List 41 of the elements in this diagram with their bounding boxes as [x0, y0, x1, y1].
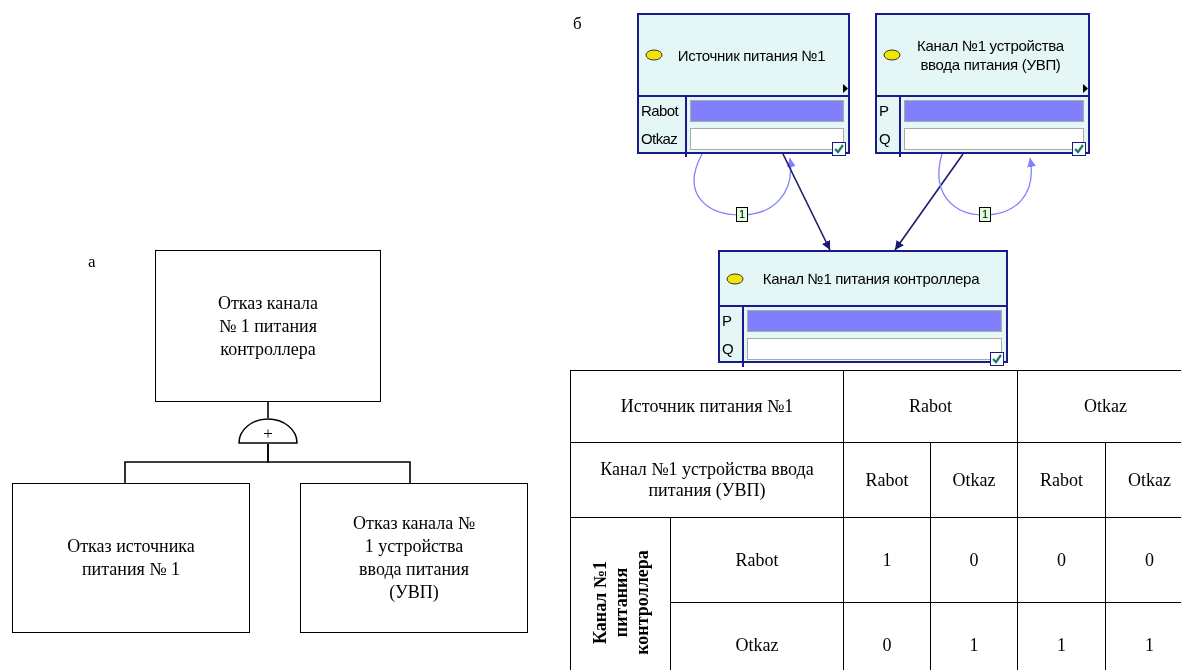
- event-text: Отказ канала № 1 питания контроллера: [216, 291, 320, 361]
- network-node-card: [637, 13, 850, 154]
- connector-line: [267, 443, 411, 484]
- value-entry: 1: [843, 517, 931, 603]
- event-text: Отказ источника питания № 1: [66, 535, 196, 581]
- column-header: Канал №1 устройства ввода питания (УВП): [570, 442, 844, 518]
- panel-letter: б: [573, 14, 582, 34]
- node-title: Канал №1 устройства ввода питания (УВП): [916, 36, 1065, 74]
- edge-label: 1: [736, 207, 749, 222]
- state-label: Rabot: [641, 102, 679, 119]
- connector-line: [267, 401, 269, 419]
- network-node-card: [875, 13, 1090, 154]
- panel-letter: а: [88, 252, 96, 272]
- row-header: Rabot: [670, 517, 844, 603]
- gate-symbol: +: [263, 422, 273, 445]
- arrow: [782, 153, 831, 251]
- loop-arrow: [693, 153, 796, 216]
- column-header: Rabot: [843, 442, 931, 518]
- column-header: Источник питания №1: [570, 370, 844, 443]
- row-header: Канал №1 питания контроллера: [570, 517, 671, 670]
- state-label: Q: [722, 340, 734, 357]
- state-label: P: [879, 102, 889, 119]
- value-entry: 0: [1017, 517, 1106, 603]
- event-text: Отказ канала № 1 устройства ввода питания (УВП): [352, 512, 476, 604]
- node-title: Источник питания №1: [676, 45, 827, 65]
- edge-label: 1: [979, 207, 992, 222]
- column-header: Rabot: [1017, 442, 1106, 518]
- event-box: [155, 250, 381, 402]
- value-entry: 0: [930, 517, 1018, 603]
- state-label: P: [722, 312, 732, 329]
- node-title: Канал №1 питания контроллера: [761, 269, 981, 288]
- column-header: Otkaz: [1017, 370, 1181, 443]
- or-gate: [238, 418, 298, 444]
- column-header: Rabot: [843, 370, 1018, 443]
- state-label: Q: [879, 130, 891, 147]
- state-label: Otkaz: [641, 130, 678, 147]
- arrow: [894, 153, 964, 251]
- column-header: Otkaz: [930, 442, 1018, 518]
- event-box: [300, 483, 528, 633]
- event-box: [12, 483, 250, 633]
- loop-arrow: [938, 153, 1036, 216]
